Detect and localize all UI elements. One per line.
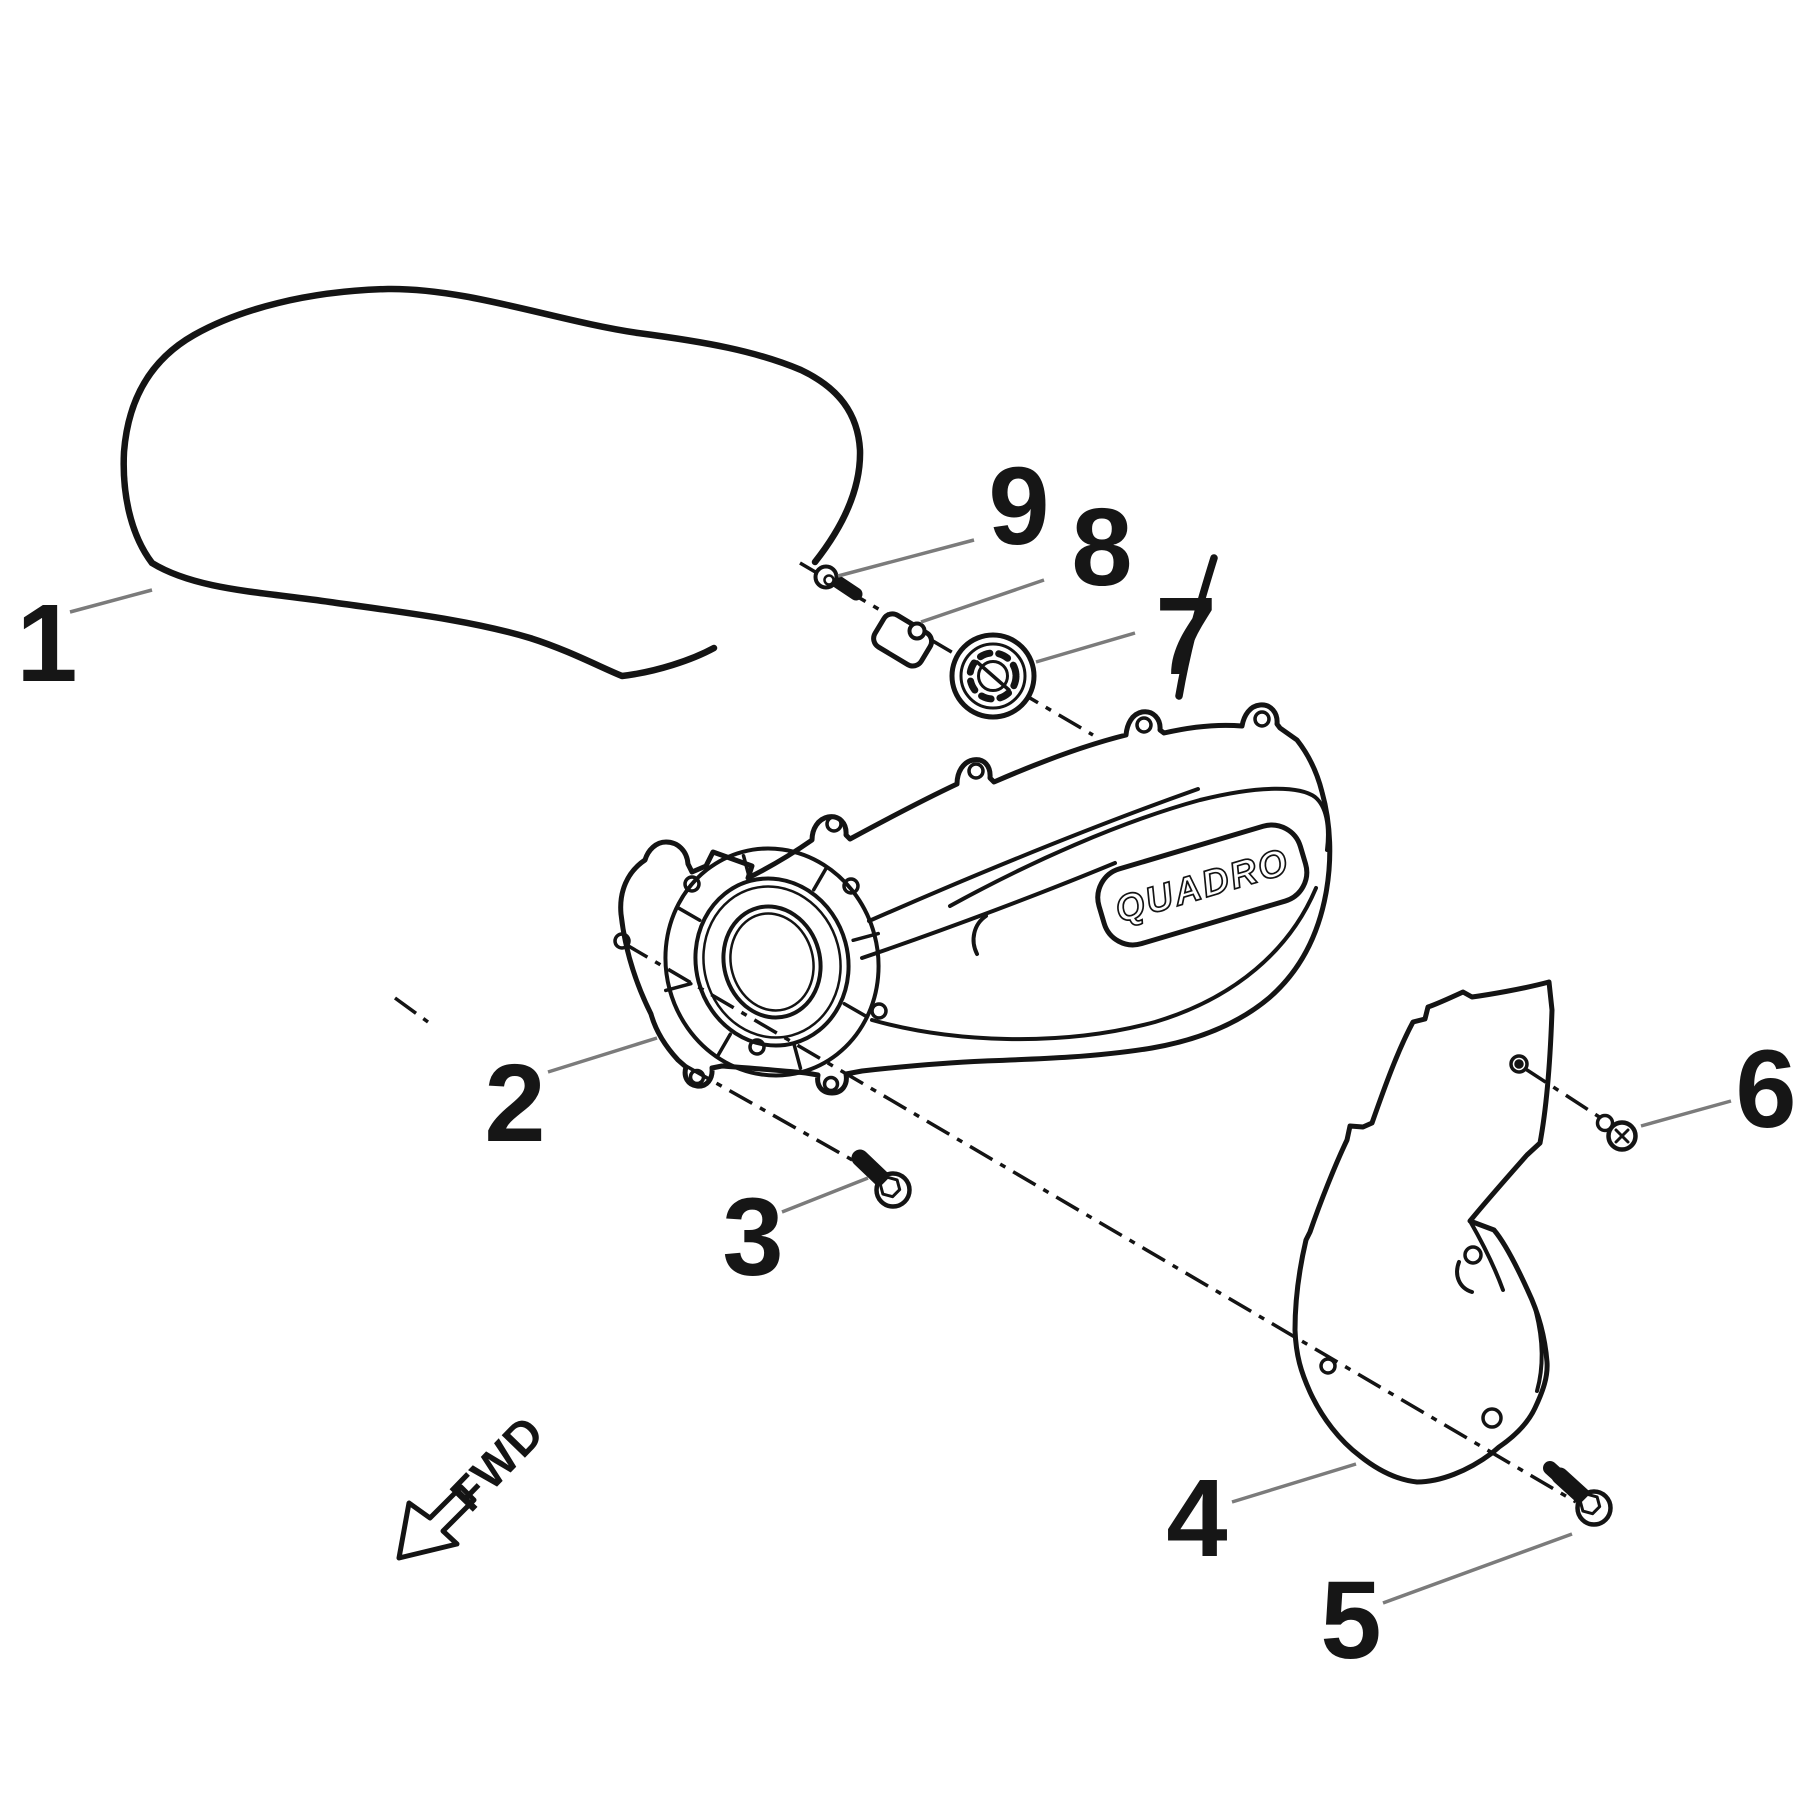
callout-9: 9 (988, 445, 1049, 568)
cvt-cover: QUADRO (613, 702, 1333, 1096)
belt-fragment (1175, 554, 1218, 700)
callout-5: 5 (1320, 1559, 1381, 1682)
callout-6: 6 (1735, 1028, 1796, 1151)
flange-bolt-3 (851, 1149, 912, 1209)
callout-3: 3 (722, 1176, 783, 1299)
fan-spokes (663, 853, 881, 1071)
callout-2: 2 (484, 1042, 545, 1165)
panel-holes (1319, 1054, 1529, 1429)
flange-bolt-5 (1543, 1461, 1613, 1527)
cover-style-lines (860, 786, 1330, 1042)
drive-belt-outline (120, 285, 1218, 700)
side-panel (1292, 979, 1555, 1485)
spacer-8 (871, 611, 935, 669)
fan-opening (663, 846, 881, 1078)
bearing-7 (949, 632, 1037, 720)
panel-detail-lines (1455, 1219, 1544, 1393)
screw-6 (1595, 1113, 1638, 1152)
fwd-arrow (396, 1484, 477, 1561)
screw-9 (813, 564, 863, 601)
leader-lines (69, 538, 1732, 1605)
callout-1: 1 (16, 582, 77, 705)
callout-7: 7 (1155, 575, 1216, 698)
callout-8: 8 (1071, 486, 1132, 609)
callout-4: 4 (1166, 1457, 1227, 1580)
